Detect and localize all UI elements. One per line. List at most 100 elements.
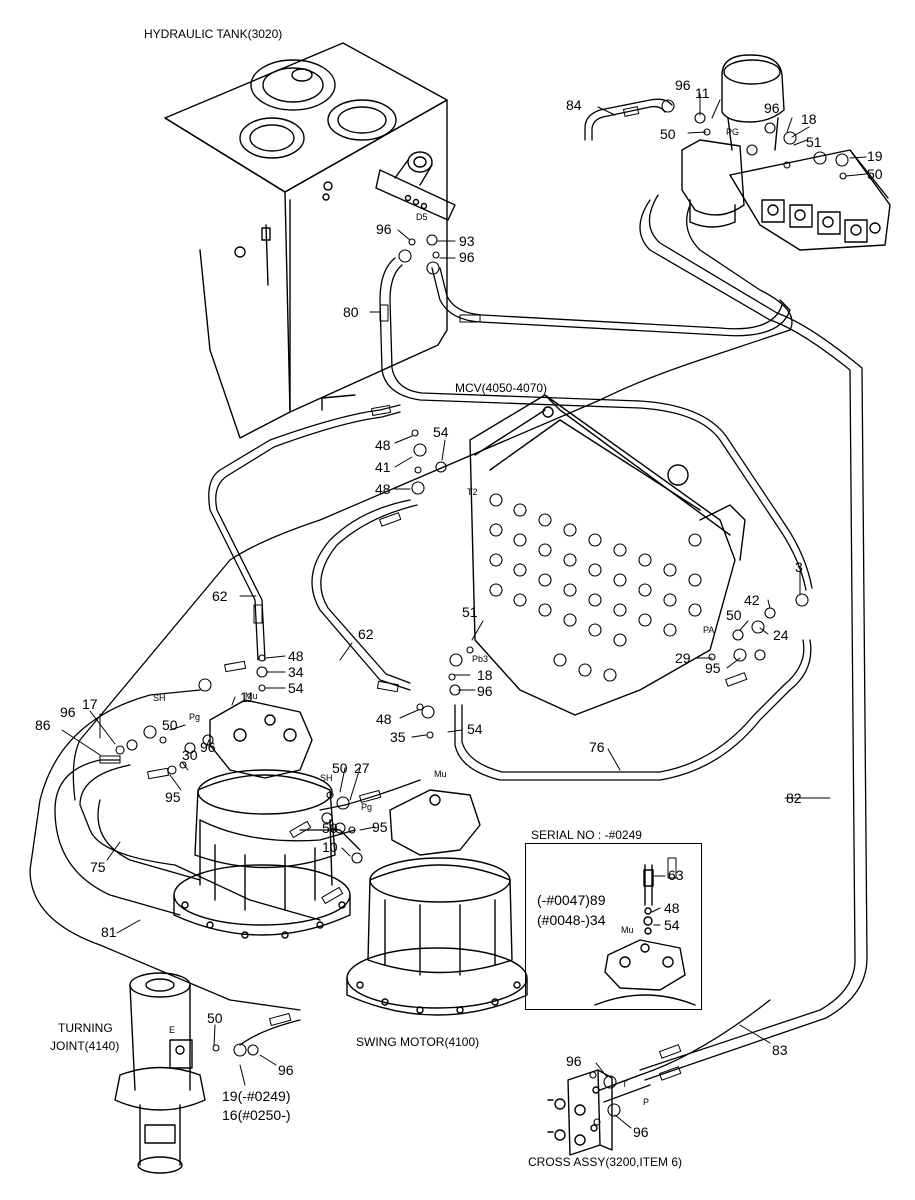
callout-96-j: 96 bbox=[633, 1124, 649, 1140]
port-label-pa: PA bbox=[703, 625, 715, 635]
callout-19-a: 19 bbox=[867, 148, 883, 164]
callout-63: 63 bbox=[668, 867, 684, 883]
callout-50-c: 50 bbox=[726, 607, 742, 623]
callout-24: 24 bbox=[773, 627, 789, 643]
port-label-pg-left: Pg bbox=[189, 712, 201, 722]
callout-54-a: 54 bbox=[433, 424, 449, 440]
callout-82: 82 bbox=[786, 790, 802, 806]
callout-11-b: 11 bbox=[240, 689, 255, 705]
mcv-main-control-valve bbox=[469, 394, 746, 716]
callout-50-a: 50 bbox=[660, 126, 676, 142]
fittings bbox=[115, 99, 849, 1126]
callout-95-c: 95 bbox=[372, 819, 388, 835]
callout-96-b: 96 bbox=[764, 100, 780, 116]
callout-96-f: 96 bbox=[60, 704, 76, 720]
callout-50-d: 50 bbox=[162, 717, 178, 733]
callout-96-g: 96 bbox=[200, 739, 216, 755]
callout-95-a: 95 bbox=[705, 660, 721, 676]
callout-93: 93 bbox=[459, 233, 475, 249]
callout-95-b: 95 bbox=[165, 789, 181, 805]
callout-18-a: 18 bbox=[801, 111, 817, 127]
callout-48-b: 48 bbox=[375, 481, 391, 497]
swing-motor-left bbox=[173, 699, 351, 939]
callout-18-b: 18 bbox=[477, 667, 493, 683]
callout-96-d: 96 bbox=[459, 249, 475, 265]
callout-11-a: 11 bbox=[695, 85, 710, 101]
port-label-mu-center: Mu bbox=[434, 769, 447, 779]
callout-50-g: 50 bbox=[207, 1010, 223, 1026]
port-label-t2: T2 bbox=[467, 487, 478, 497]
callout-83: 83 bbox=[772, 1042, 788, 1058]
callout-48-c: 48 bbox=[288, 648, 304, 664]
port-label-e: E bbox=[169, 1025, 176, 1035]
port-label-d5: D5 bbox=[416, 212, 428, 222]
callout-54-b: 54 bbox=[288, 680, 304, 696]
callout-76: 76 bbox=[589, 739, 605, 755]
callout-54-c: 54 bbox=[467, 721, 483, 737]
callout-81: 81 bbox=[101, 924, 117, 940]
port-label-pg-center: Pg bbox=[361, 802, 373, 812]
filter-solenoid-block bbox=[681, 54, 891, 251]
callout-86: 86 bbox=[35, 717, 51, 733]
turning-joint-title-line1: TURNING bbox=[58, 1021, 113, 1035]
callout-51-b: 51 bbox=[462, 604, 478, 620]
callout-48-e: 48 bbox=[664, 900, 680, 916]
cross-assy bbox=[547, 1069, 613, 1156]
callout-62-right: 62 bbox=[358, 626, 374, 642]
callout-27: 27 bbox=[354, 760, 370, 776]
tank-outlet-fitting bbox=[375, 151, 456, 221]
callout-62-left: 62 bbox=[212, 588, 228, 604]
callout-16: 16(#0250-) bbox=[222, 1107, 291, 1123]
inset-swing-motor bbox=[594, 864, 696, 1006]
callout-10: 10 bbox=[322, 839, 338, 855]
callout-41: 41 bbox=[375, 459, 391, 475]
turning-joint-title-line2: JOINT(4140) bbox=[50, 1039, 120, 1053]
serial-note: SERIAL NO : -#0249 bbox=[531, 828, 642, 842]
callout-19-b: 19(-#0249) bbox=[222, 1088, 291, 1104]
callout-96-h: 96 bbox=[278, 1062, 294, 1078]
callout-50-f: 50 bbox=[322, 820, 338, 836]
callout-42: 42 bbox=[744, 592, 760, 608]
callout-84: 84 bbox=[566, 97, 582, 113]
callout-96-c: 96 bbox=[376, 221, 392, 237]
callout-96-i: 96 bbox=[566, 1053, 582, 1069]
swing-motor-title: SWING MOTOR(4100) bbox=[356, 1035, 480, 1049]
callout-54-d: 54 bbox=[664, 917, 680, 933]
callout-96-a: 96 bbox=[675, 77, 691, 93]
callout-75: 75 bbox=[90, 859, 106, 875]
callout-48-a: 48 bbox=[375, 437, 391, 453]
callout-50-e: 50 bbox=[332, 760, 348, 776]
port-label-mu-inset: Mu bbox=[621, 925, 634, 935]
cross-assy-title: CROSS ASSY(3200,ITEM 6) bbox=[528, 1155, 683, 1169]
callout-89: (-#0047)89 bbox=[537, 892, 606, 908]
callout-17: 17 bbox=[82, 696, 98, 712]
swing-motor-center bbox=[346, 789, 528, 1016]
callout-34-b: (#0048-)34 bbox=[537, 912, 606, 928]
port-label-mu-left: Mu bbox=[245, 691, 258, 701]
callout-80: 80 bbox=[343, 304, 359, 320]
callout-96-e: 96 bbox=[477, 683, 493, 699]
port-label-pg: PG bbox=[726, 127, 740, 137]
port-label-pb3: Pb3 bbox=[472, 654, 489, 664]
leader-lines bbox=[61, 93, 867, 1129]
turning-joint bbox=[114, 972, 206, 1174]
hoses bbox=[29, 98, 868, 1103]
port-label-t: T bbox=[622, 1079, 628, 1089]
callout-3: 3 bbox=[795, 559, 803, 575]
hydraulic-tank-title: HYDRAULIC TANK(3020) bbox=[144, 27, 283, 41]
callout-30: 30 bbox=[182, 747, 198, 763]
hydraulic-tank bbox=[164, 42, 448, 439]
port-label-sh-center: SH bbox=[320, 773, 333, 783]
callout-48-d: 48 bbox=[376, 711, 392, 727]
serial-inset-box bbox=[525, 843, 702, 1010]
callout-34-a: 34 bbox=[288, 664, 304, 680]
callout-51-a: 51 bbox=[806, 134, 822, 150]
port-label-p: P bbox=[643, 1097, 650, 1107]
callout-29: 29 bbox=[675, 650, 691, 666]
callout-50-b: 50 bbox=[867, 166, 883, 182]
hose-ferrules bbox=[99, 106, 748, 1081]
port-label-sh-left: SH bbox=[153, 693, 166, 703]
mcv-title: MCV(4050-4070) bbox=[455, 381, 548, 395]
callout-35: 35 bbox=[390, 729, 406, 745]
